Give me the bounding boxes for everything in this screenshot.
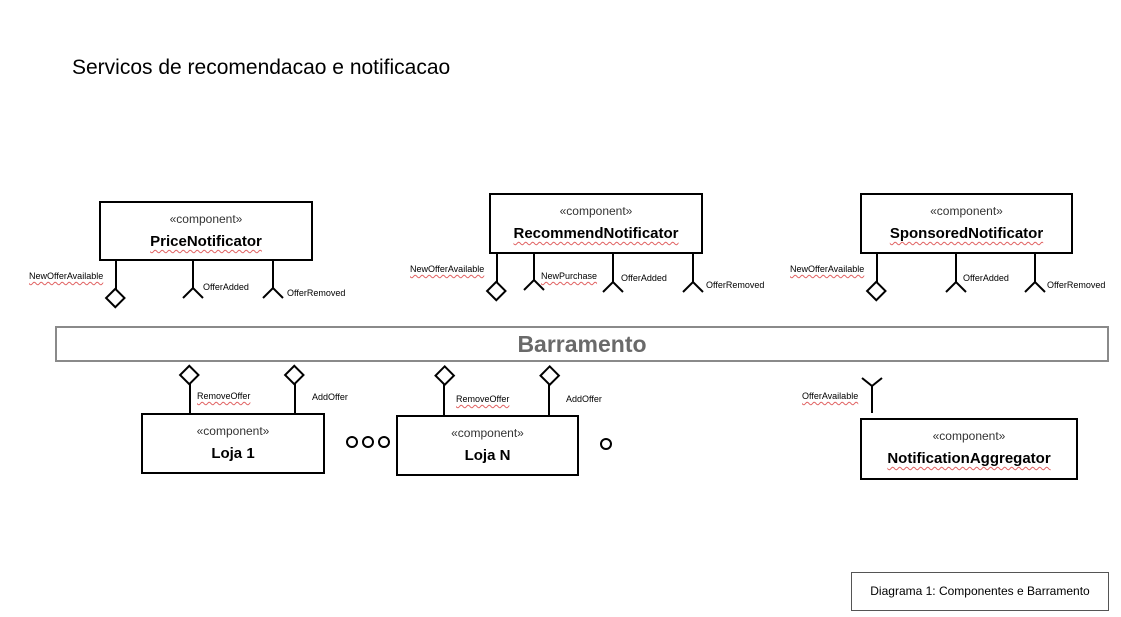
component-recommend-notificator[interactable]: «component» RecommendNotificator <box>489 193 703 254</box>
port-label: OfferRemoved <box>1047 280 1106 290</box>
component-name: Loja N <box>464 447 511 464</box>
ellipsis-circle <box>378 436 390 448</box>
required-port-fork <box>602 280 624 293</box>
component-price-notificator[interactable]: «component» PriceNotificator <box>99 201 313 261</box>
port-label: RemoveOffer <box>197 391 251 401</box>
port-label: OfferRemoved <box>287 288 346 298</box>
port-label: OfferAdded <box>963 273 1009 283</box>
port-label: NewPurchase <box>541 271 598 281</box>
component-name: Loja 1 <box>211 445 255 462</box>
stereotype-label: «component» <box>559 204 633 218</box>
port-label: NewOfferAvailable <box>29 271 104 281</box>
component-name: RecommendNotificator <box>513 225 679 242</box>
component-name: NotificationAggregator <box>887 450 1051 467</box>
ellipsis-circle <box>600 438 612 450</box>
stereotype-label: «component» <box>451 426 524 440</box>
stereotype-label: «component» <box>932 429 1006 443</box>
port-label: RemoveOffer <box>456 394 510 404</box>
stereotype-label: «component» <box>169 212 243 226</box>
port-label: AddOffer <box>566 394 602 404</box>
required-port-fork <box>182 286 204 299</box>
provided-port-diamond <box>865 280 887 302</box>
port-label: AddOffer <box>312 392 348 402</box>
provided-port-diamond <box>434 364 456 387</box>
port-label: OfferAvailable <box>802 391 859 401</box>
port-label: OfferAdded <box>621 273 667 283</box>
component-loja-n[interactable]: «component» Loja N <box>396 415 579 476</box>
ellipsis-circle <box>362 436 374 448</box>
stereotype-label: «component» <box>930 204 1003 218</box>
required-port-fork <box>523 278 545 291</box>
required-port-fork <box>682 280 704 293</box>
component-name: SponsoredNotificator <box>889 225 1044 242</box>
required-port-fork <box>262 286 284 299</box>
port-label: NewOfferAvailable <box>410 264 485 274</box>
bus-barramento[interactable]: Barramento <box>55 326 1109 362</box>
provided-port-diamond <box>539 364 561 387</box>
required-port-fork <box>861 377 883 388</box>
provided-port-diamond <box>104 287 126 309</box>
required-port-fork <box>1024 280 1046 293</box>
diagram-title: Servicos de recomendacao e notificacao <box>72 56 451 79</box>
stereotype-label: «component» <box>196 424 270 438</box>
component-notification-aggregator[interactable]: «component» NotificationAggregator <box>860 418 1078 480</box>
diagram-caption: Diagrama 1: Componentes e Barramento <box>851 572 1109 611</box>
port-label: OfferAdded <box>203 282 249 292</box>
ellipsis-circle <box>346 436 358 448</box>
component-loja-1[interactable]: «component» Loja 1 <box>141 413 325 474</box>
port-label: NewOfferAvailable <box>790 264 865 274</box>
component-name: PriceNotificator <box>150 233 262 250</box>
required-port-fork <box>945 280 967 293</box>
port-label: OfferRemoved <box>706 280 765 290</box>
provided-port-diamond <box>283 364 305 386</box>
component-sponsored-notificator[interactable]: «component» SponsoredNotificator <box>860 193 1073 254</box>
provided-port-diamond <box>178 364 200 386</box>
provided-port-diamond <box>485 280 507 302</box>
